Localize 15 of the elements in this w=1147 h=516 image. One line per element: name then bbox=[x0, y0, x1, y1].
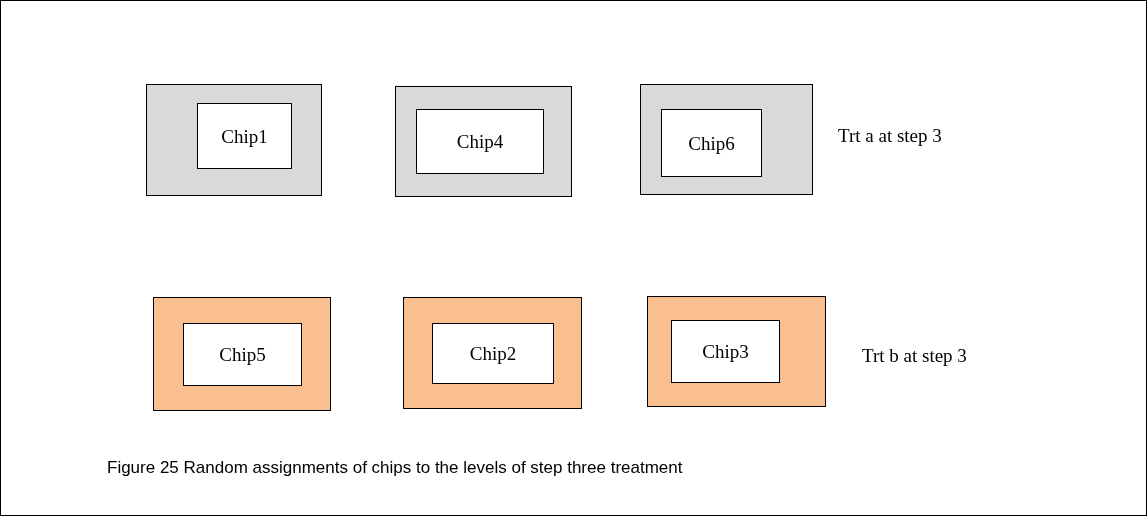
figure-caption: Figure 25 Random assignments of chips to the levels of step three treatment bbox=[107, 457, 683, 479]
group-box bbox=[146, 84, 322, 196]
chip-box: Chip5 bbox=[183, 323, 302, 386]
group-box bbox=[403, 297, 582, 409]
treatment-label: Trt a at step 3 bbox=[838, 124, 942, 148]
group-box bbox=[395, 86, 572, 197]
chip-box: Chip4 bbox=[416, 109, 544, 174]
group-box bbox=[153, 297, 331, 411]
chip-box: Chip1 bbox=[197, 103, 292, 169]
chip-box: Chip6 bbox=[661, 109, 762, 177]
chip-box: Chip3 bbox=[671, 320, 780, 383]
treatment-label: Trt b at step 3 bbox=[862, 344, 967, 368]
group-box bbox=[640, 84, 813, 195]
chip-box: Chip2 bbox=[432, 323, 554, 384]
group-box bbox=[647, 296, 826, 407]
